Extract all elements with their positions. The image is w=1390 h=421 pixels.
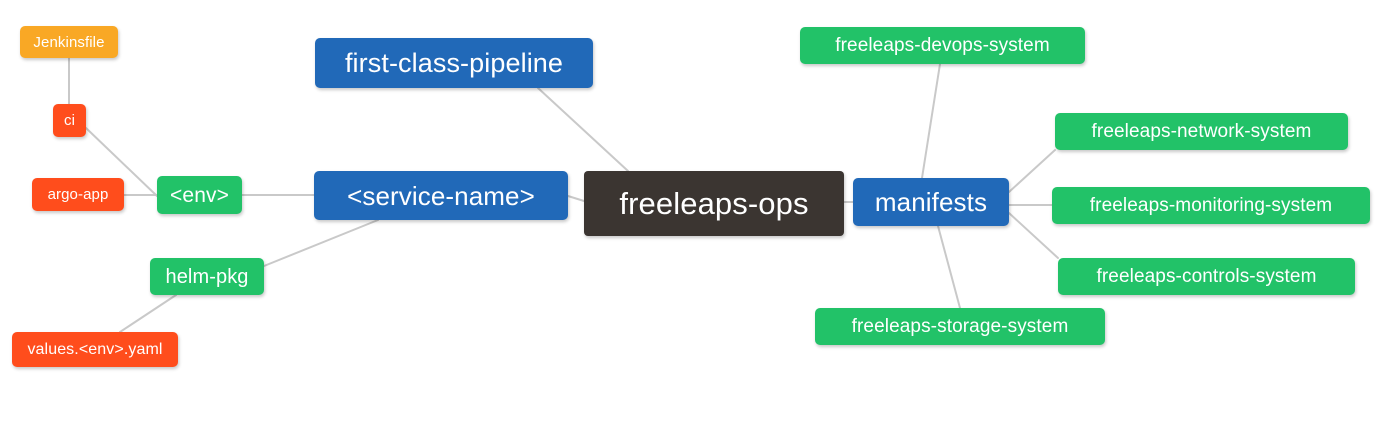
node-first-class-pipeline[interactable]: first-class-pipeline [315,38,593,88]
node-controls-system[interactable]: freeleaps-controls-system [1058,258,1355,295]
node-freeleaps-ops[interactable]: freeleaps-ops [584,171,844,236]
node-manifests[interactable]: manifests [853,178,1009,226]
node-network-system[interactable]: freeleaps-network-system [1055,113,1348,150]
edge-manifests-to-network-system [1008,149,1056,193]
node-argo-app[interactable]: argo-app [32,178,124,211]
node-values-yaml[interactable]: values.<env>.yaml [12,332,178,367]
edge-service-name-to-helm-pkg [263,219,379,267]
node-service-name[interactable]: <service-name> [314,171,568,220]
node-storage-system[interactable]: freeleaps-storage-system [815,308,1105,345]
edge-service-name-to-freeleaps-ops [567,195,585,202]
edge-manifests-to-devops-system [921,63,941,179]
edge-manifests-to-storage-system [937,225,961,309]
edge-first-class-pipeline-to-freeleaps-ops [537,87,629,172]
node-devops-system[interactable]: freeleaps-devops-system [800,27,1085,64]
node-jenkinsfile[interactable]: Jenkinsfile [20,26,118,58]
edge-helm-pkg-to-values-yaml [119,294,177,333]
node-helm-pkg[interactable]: helm-pkg [150,258,264,295]
node-env[interactable]: <env> [157,176,242,214]
node-monitoring-system[interactable]: freeleaps-monitoring-system [1052,187,1370,224]
node-ci[interactable]: ci [53,104,86,137]
edge-manifests-to-controls-system [1008,212,1059,259]
